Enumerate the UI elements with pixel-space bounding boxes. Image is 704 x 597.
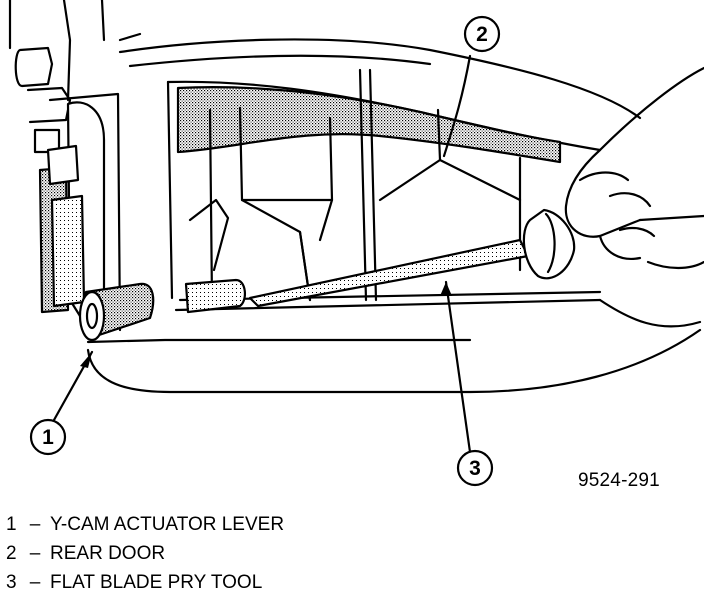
legend-separator: – bbox=[29, 514, 41, 535]
legend-item: 1–Y-CAM ACTUATOR LEVER bbox=[6, 510, 284, 539]
hinge-bracket bbox=[8, 0, 142, 332]
callout-2-number: 2 bbox=[476, 23, 488, 46]
legend: 1–Y-CAM ACTUATOR LEVER 2–REAR DOOR 3–FLA… bbox=[6, 510, 284, 597]
legend-number: 3 bbox=[6, 572, 17, 593]
leader-arrowhead-3 bbox=[440, 282, 452, 296]
callout-3: 3 bbox=[456, 449, 494, 487]
legend-item: 3–FLAT BLADE PRY TOOL bbox=[6, 568, 284, 597]
housing-outline bbox=[86, 38, 702, 394]
legend-separator: – bbox=[29, 543, 41, 564]
rear-door bbox=[176, 68, 562, 314]
callout-1: 1 bbox=[29, 418, 67, 456]
legend-number: 2 bbox=[6, 543, 17, 564]
legend-label: FLAT BLADE PRY TOOL bbox=[50, 572, 263, 593]
y-cam-actuator-lever bbox=[38, 101, 155, 342]
hvac-rear-door-illustration: 2 1 3 bbox=[8, 0, 704, 487]
hand-holding-pry-tool-icon bbox=[564, 66, 704, 270]
legend-label: REAR DOOR bbox=[50, 543, 166, 564]
legend-separator: – bbox=[29, 572, 41, 593]
callout-2: 2 bbox=[463, 15, 501, 53]
figure-id: 9524-291 bbox=[578, 470, 660, 491]
callout-1-number: 1 bbox=[42, 426, 54, 449]
legend-item: 2–REAR DOOR bbox=[6, 539, 284, 568]
flat-blade-pry-tool bbox=[248, 208, 576, 308]
callout-3-number: 3 bbox=[469, 457, 481, 480]
legend-label: Y-CAM ACTUATOR LEVER bbox=[50, 514, 285, 535]
legend-number: 1 bbox=[6, 514, 17, 535]
leader-arrowhead-1 bbox=[80, 352, 92, 368]
